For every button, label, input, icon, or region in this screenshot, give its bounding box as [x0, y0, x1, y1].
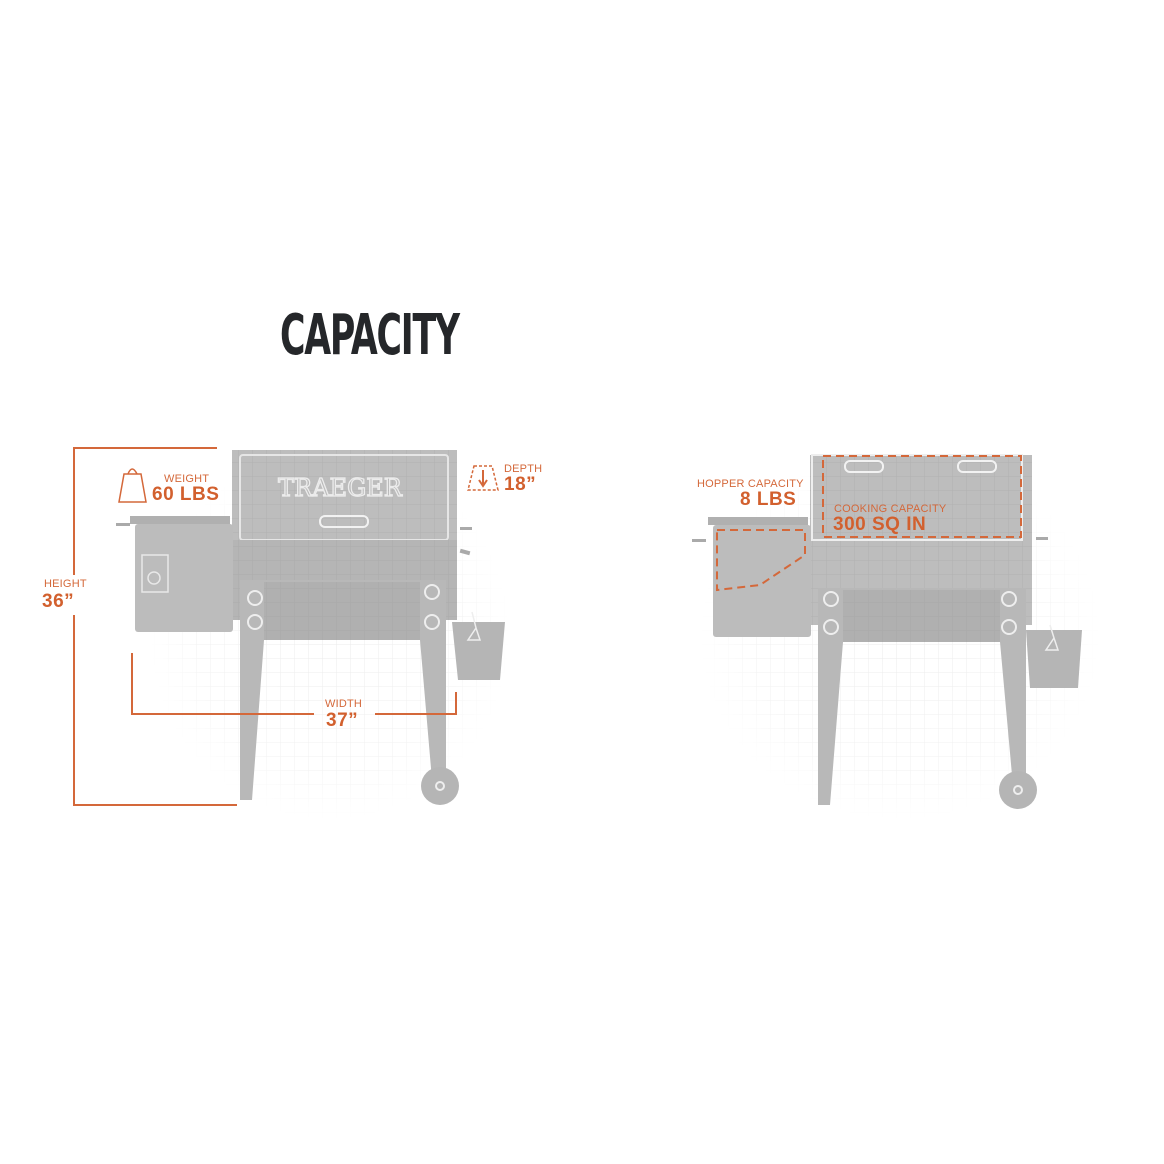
depth-label: DEPTH	[504, 463, 543, 475]
cooking-capacity-value: 300 SQ IN	[833, 514, 927, 535]
weight-label: WEIGHT	[164, 473, 210, 485]
height-value: 36”	[42, 591, 75, 612]
left-grill: TRAEGER	[116, 450, 510, 820]
weight-icon	[118, 468, 147, 503]
cooking-capacity-label: COOKING CAPACITY	[834, 503, 947, 515]
right-capacity-outlines	[716, 455, 1022, 592]
right-grill	[692, 450, 1100, 820]
width-value: 37”	[326, 710, 359, 731]
page-title: CAPACITY	[280, 303, 460, 368]
width-label: WIDTH	[325, 698, 363, 710]
depth-value: 18”	[504, 474, 537, 495]
height-label: HEIGHT	[44, 578, 87, 590]
hopper-capacity-value: 8 LBS	[740, 489, 797, 510]
brand-logo: TRAEGER	[278, 474, 403, 502]
left-dimensions	[73, 447, 457, 806]
weight-value: 60 LBS	[152, 484, 220, 505]
depth-icon	[467, 465, 499, 491]
arrow-down-icon	[478, 470, 488, 488]
hopper-capacity-label: HOPPER CAPACITY	[697, 478, 804, 490]
